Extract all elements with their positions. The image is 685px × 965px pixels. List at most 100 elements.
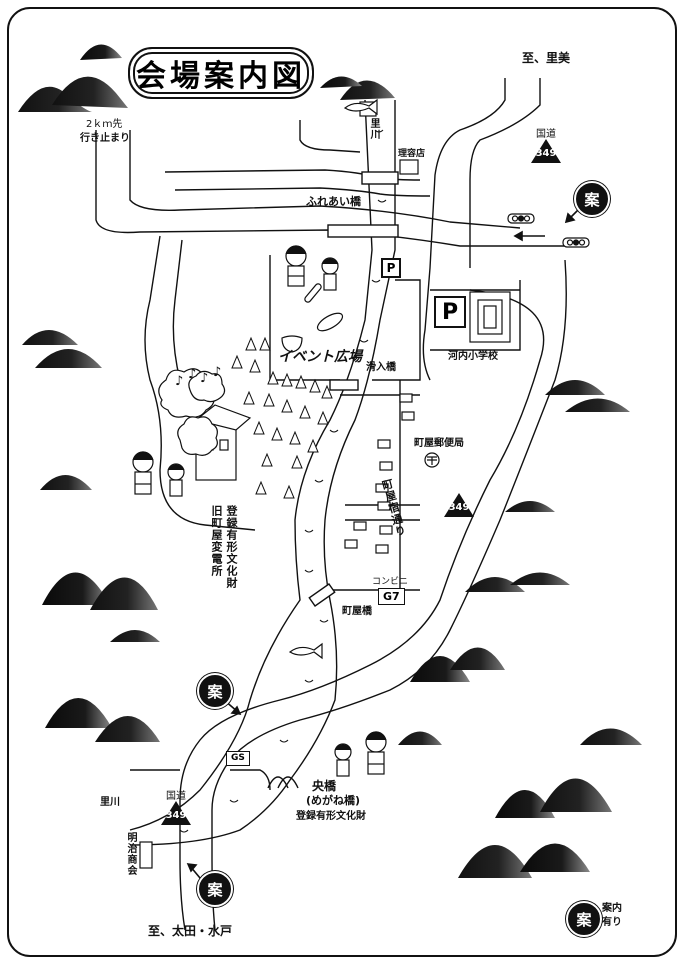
mountain	[80, 44, 122, 60]
bridge-top	[361, 171, 399, 185]
svg-text:♪: ♪	[175, 374, 183, 389]
route-349-road	[211, 259, 567, 931]
house	[401, 411, 415, 421]
label-namerikomi-bridge: 滑入橋	[366, 362, 396, 373]
mountain	[22, 330, 78, 345]
house	[377, 501, 391, 511]
arrows	[186, 207, 581, 879]
house	[375, 483, 389, 493]
top-cross-road	[129, 130, 521, 229]
traffic-lights	[507, 213, 590, 248]
buildings	[139, 101, 511, 869]
house	[379, 461, 393, 471]
label-megane-bridge-name: 央橋	[312, 779, 337, 793]
mountain	[40, 475, 92, 490]
characters	[132, 245, 387, 777]
mountain	[320, 76, 362, 88]
river-bank	[129, 100, 396, 846]
mountain	[495, 790, 555, 818]
mountain	[410, 656, 470, 682]
label-fureai-bridge: ふれあい橋	[306, 195, 361, 208]
house	[375, 544, 389, 554]
label-school: 河内小学校	[448, 351, 498, 362]
label-event-square: イベント広場	[278, 349, 362, 365]
event-food-illustrations	[281, 283, 344, 353]
route-349-road	[422, 78, 506, 381]
route-shield-caption: 国道	[166, 791, 186, 802]
fish-icon	[288, 642, 323, 660]
event-square-boundary	[372, 279, 421, 381]
label-post-office: 町屋郵便局	[414, 438, 464, 449]
mountain	[510, 572, 570, 585]
store-sign: G7	[378, 588, 405, 605]
trees	[158, 368, 226, 456]
fish-icon	[343, 98, 378, 116]
meiji-shop-building	[139, 841, 153, 869]
south-road	[230, 769, 271, 791]
route-shield-number: 349	[165, 810, 187, 821]
mountain	[52, 76, 128, 108]
route-shield-number: 349	[448, 502, 470, 513]
info-marker-icon: 案	[574, 181, 610, 217]
route-349-road	[469, 78, 541, 268]
character-pair-bottom	[334, 731, 387, 777]
namerikomi-bridge	[329, 379, 359, 391]
character-pair-left	[132, 451, 185, 497]
mountain	[465, 577, 525, 592]
label-to-ota-mito: 至、太田・水戸	[148, 924, 233, 938]
fureai-bridge	[327, 224, 399, 238]
label-dead-end-distance: 2ｋｍ先	[86, 119, 123, 130]
label-megane-bridge-alias: (めがね橋)	[306, 794, 361, 807]
mountain	[450, 647, 505, 670]
svg-text:♪: ♪	[200, 371, 208, 386]
label-to-satomi: 至、里美	[522, 51, 571, 65]
map-frame	[7, 7, 677, 957]
label-machiya-bridge: 町屋橋	[342, 606, 372, 617]
route-349-shield: 国道 349	[160, 791, 192, 826]
house	[344, 539, 358, 549]
legend-text-line1: 案内	[602, 903, 622, 914]
character-pair-top	[285, 245, 339, 291]
label-satogawa-bottom: 里川	[100, 797, 120, 808]
route-349-shield: 国道 349	[530, 129, 562, 164]
parking-icon: P	[381, 258, 401, 278]
parking-icon: P	[434, 296, 466, 328]
bridges	[267, 171, 399, 789]
legend-text-line2: 有り	[602, 917, 622, 928]
megane-bridge-arches	[267, 776, 299, 789]
mountain	[545, 380, 605, 395]
mountain	[540, 778, 612, 812]
satogawa-river	[129, 99, 396, 846]
info-marker-icon: 案	[197, 673, 233, 709]
label-barber: 理容店	[398, 149, 426, 159]
mountain	[90, 577, 158, 610]
route-349-shield: 349	[443, 492, 475, 518]
legend-info-marker-icon: 案	[566, 901, 602, 937]
machiya-bridge	[308, 583, 336, 607]
west-road	[144, 235, 256, 531]
mountain	[520, 843, 590, 872]
info-marker-icon: 案	[197, 871, 233, 907]
upper-road	[174, 187, 431, 197]
mountain	[45, 698, 112, 728]
juku-street	[325, 394, 420, 591]
svg-text:♪: ♪	[213, 365, 221, 380]
music-notes: ♪ ♪ ♪ ♪	[175, 365, 221, 389]
house	[379, 525, 393, 535]
mountain	[95, 716, 160, 742]
event-tents	[231, 336, 333, 499]
river-bank	[129, 99, 373, 831]
svg-text:♪: ♪	[188, 367, 196, 382]
house	[399, 393, 413, 403]
map-title: 会場案内図	[128, 47, 314, 99]
mountain	[565, 398, 630, 412]
label-conveni: コンビニ	[372, 577, 409, 587]
barber-building	[399, 159, 419, 175]
route-shield-number: 349	[535, 148, 557, 159]
fish-icons	[288, 98, 378, 660]
school-road	[430, 280, 521, 351]
label-satogawa-top: 里川	[368, 118, 379, 140]
mountain	[505, 501, 555, 512]
label-old-substation-heritage: 登録有形文化財	[225, 505, 238, 589]
